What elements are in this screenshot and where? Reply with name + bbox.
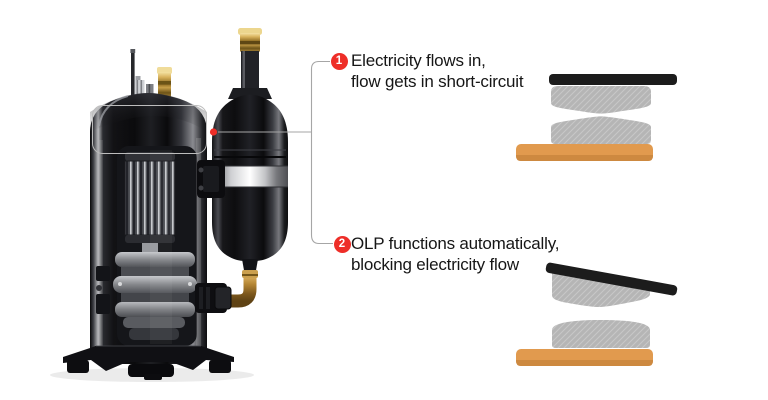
cutaway-interior <box>99 138 201 352</box>
accumulator-fitting <box>228 28 272 99</box>
annotation-1-line1: Electricity flows in, <box>351 51 486 70</box>
diagram-contacts-open <box>516 262 678 366</box>
contact-base-shade <box>516 360 653 366</box>
shell-top-fittings <box>130 49 172 98</box>
accumulator-silver-band <box>212 166 288 187</box>
contact-base-shade <box>516 155 653 161</box>
annotation-1-line2: flow gets in short-circuit <box>351 72 524 91</box>
side-hardware <box>96 160 232 314</box>
highlight-box <box>92 105 207 154</box>
annotation-2-text: OLP functions automatically, blocking el… <box>351 233 559 275</box>
annotation-1-text: Electricity flows in, flow gets in short… <box>351 50 524 92</box>
callout-linework <box>92 60 333 245</box>
annotation-2-line2: blocking electricity flow <box>351 255 519 274</box>
annotation-2-line1: OLP functions automatically, <box>351 234 560 253</box>
mounting-base <box>63 345 234 380</box>
copper-elbow-pipe <box>223 270 258 308</box>
annotation-1-badge: 1 <box>330 52 348 70</box>
bimetal-disc-top <box>551 86 651 114</box>
annotation-2-badge: 2 <box>333 235 351 253</box>
diagram-contacts-closed <box>516 74 677 161</box>
callout-point <box>209 128 218 136</box>
pump-assembly <box>113 252 197 340</box>
bimetal-disc-bottom <box>551 116 651 144</box>
contact-arm-tilted <box>545 262 678 296</box>
motor-stator <box>125 152 175 161</box>
bimetal-disc-bottom <box>552 320 650 348</box>
contact-arm <box>549 74 677 85</box>
